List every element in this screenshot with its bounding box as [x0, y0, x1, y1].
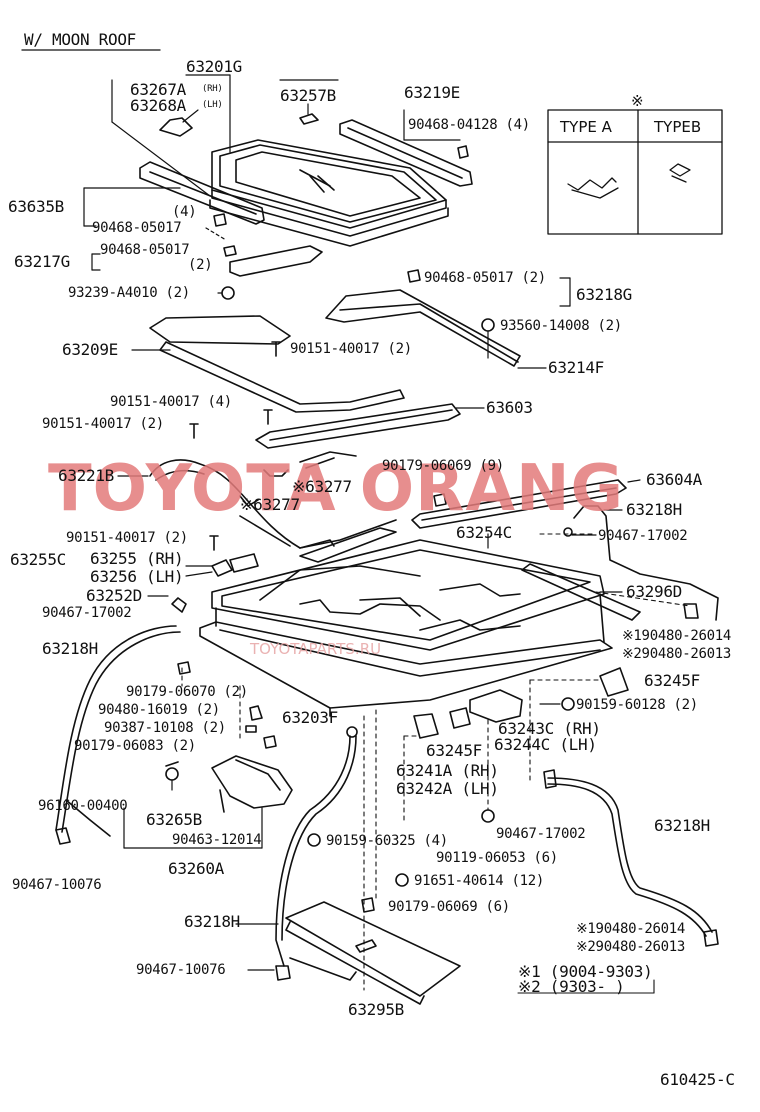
- part-label: 63219E: [404, 83, 460, 102]
- part-label: 90159-60325 (4): [326, 833, 448, 849]
- part-label: 90151-40017 (4): [110, 394, 232, 410]
- part-label: 63245F: [426, 741, 482, 760]
- part-label: ※290480-26013: [576, 939, 685, 955]
- diagram-title: W/ MOON ROOF: [24, 30, 136, 49]
- watermark-text: TOYOTA ORANG: [48, 452, 625, 526]
- part-label: 63265B: [146, 810, 202, 829]
- part-label: 90463-12014: [172, 832, 262, 848]
- part-label: 63635B: [8, 197, 64, 216]
- part-label: 90179-06070 (2): [126, 684, 248, 700]
- part-label: 90179-06083 (2): [74, 738, 196, 754]
- part-label: 63209E: [62, 340, 118, 359]
- part-label: 63244C (LH): [494, 735, 597, 754]
- part-label: 90151-40017 (2): [66, 530, 188, 546]
- part-label: 63218G: [576, 285, 632, 304]
- part-label: 63203F: [282, 708, 338, 727]
- part-label: ※190480-26014: [576, 921, 685, 937]
- part-label: 90119-06053 (6): [436, 850, 558, 866]
- part-label: 63245F: [644, 671, 700, 690]
- part-label: 90468-05017 (2): [424, 270, 546, 286]
- part-label: 96160-00400: [38, 798, 128, 814]
- housing-63203f: [199, 527, 613, 717]
- part-label: ※190480-26014: [622, 628, 731, 644]
- table-col-a: TYPE A: [560, 118, 612, 136]
- note-2: ※2 (9303- ): [518, 977, 625, 996]
- part-label: 63241A (RH): [396, 761, 499, 780]
- part-label: 91651-40614 (12): [414, 873, 545, 889]
- part-label: 63296D: [626, 582, 682, 601]
- part-label: 90468-04128 (4): [408, 117, 530, 133]
- part-label: 90468-05017: [100, 242, 190, 258]
- part-label: 63243C (RH): [498, 719, 601, 738]
- part-label: ※63277: [292, 477, 352, 496]
- part-label: 63201G: [186, 57, 242, 76]
- part-label-sub: (LH): [202, 100, 223, 110]
- part-label: 63260A: [168, 859, 224, 878]
- part-label: 63268A: [130, 96, 186, 115]
- part-label: 93239-A4010 (2): [68, 285, 190, 301]
- part-label: (2): [188, 257, 213, 273]
- part-label: 63218H: [626, 500, 682, 519]
- part-label: 63242A (LH): [396, 779, 499, 798]
- part-label: 90467-10076: [12, 877, 102, 893]
- part-label: 63252D: [86, 586, 142, 605]
- note-1: ※1 (9004-9303): [518, 962, 653, 981]
- part-label: 90151-40017 (2): [290, 341, 412, 357]
- part-label: 63254C: [456, 523, 512, 542]
- part-label: 63257B: [280, 86, 336, 105]
- part-label-sub: (RH): [202, 84, 223, 94]
- part-label: 90468-05017: [92, 220, 182, 236]
- watermark-site: TOYOTAPARTS.RU: [250, 640, 382, 658]
- part-label: 90387-10108 (2): [104, 720, 226, 736]
- part-label: 90159-60128 (2): [576, 697, 698, 713]
- part-label: 63218H: [654, 816, 710, 835]
- part-label: 90179-06069 (6): [388, 899, 510, 915]
- type-table: [547, 109, 723, 235]
- part-label: (4): [172, 204, 197, 220]
- table-col-b: TYPEB: [654, 118, 702, 136]
- figure-code: 610425-C: [660, 1070, 735, 1089]
- table-symbol: ※: [631, 92, 644, 110]
- part-label: 63255C: [10, 550, 66, 569]
- part-label: 63295B: [348, 1000, 404, 1019]
- part-label: 93560-14008 (2): [500, 318, 622, 334]
- part-label: 63218H: [42, 639, 98, 658]
- part-label: 90467-17002: [598, 528, 688, 544]
- part-label: 63221B: [58, 466, 114, 485]
- part-label: ※290480-26013: [622, 646, 731, 662]
- part-label: 63604A: [646, 470, 702, 489]
- part-label: 90179-06069 (9): [382, 458, 504, 474]
- part-label: ※63277: [240, 495, 300, 514]
- part-label: 63603: [486, 398, 533, 417]
- part-label: 90467-17002: [42, 605, 132, 621]
- part-label: 63218H: [184, 912, 240, 931]
- part-label: 63255 (RH): [90, 549, 184, 568]
- part-label: 63256 (LH): [90, 567, 184, 586]
- part-label: 90480-16019 (2): [98, 702, 220, 718]
- sunshade-63295b: [285, 901, 461, 1005]
- part-label: 90467-10076: [136, 962, 226, 978]
- part-label: 90467-17002: [496, 826, 586, 842]
- part-label: 63214F: [548, 358, 604, 377]
- part-label: 63267A: [130, 80, 186, 99]
- part-label: 63217G: [14, 252, 70, 271]
- part-label: 90151-40017 (2): [42, 416, 164, 432]
